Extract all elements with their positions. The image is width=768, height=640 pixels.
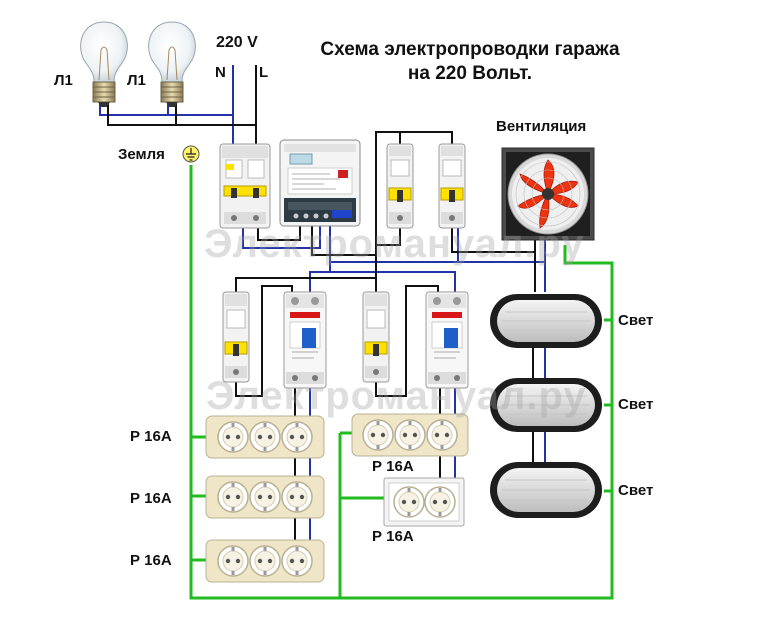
ground-symbol-icon [182, 145, 200, 163]
electricity-meter [279, 139, 361, 227]
socket-strip-4 [351, 413, 469, 457]
breaker-sockets-right [362, 291, 390, 383]
neutral-label: N [215, 64, 226, 81]
ceiling-lamp-1 [490, 294, 602, 348]
voltage-label: 220 V [216, 34, 258, 51]
breaker-top-2 [438, 143, 466, 229]
diagram-title: Схема электропроводки гаража на 220 Воль… [300, 38, 640, 86]
socket-label-5: Р 16А [372, 528, 414, 545]
watermark-bottom: Электромануал.ру [206, 374, 587, 418]
ground-label: Земля [118, 146, 165, 163]
light-label-2: Свет [618, 396, 654, 413]
socket-strip-3 [205, 539, 325, 583]
ceiling-lamp-2 [490, 378, 602, 432]
ventilation-label: Вентиляция [496, 118, 587, 135]
light-bulb-icon [80, 21, 128, 107]
socket-strip-2 [205, 475, 325, 519]
light-label-1: Свет [618, 312, 654, 329]
socket-label-4: Р 16А [372, 458, 414, 475]
socket-label-3: Р 16А [130, 552, 172, 569]
title-line-2: на 220 Вольт. [407, 63, 533, 84]
line-label: L [259, 64, 269, 81]
socket-label-1: Р 16А [130, 428, 172, 445]
light-label-3: Свет [618, 482, 654, 499]
breaker-sockets-left [222, 291, 250, 383]
breaker-top-1 [386, 143, 414, 229]
watermark-top: Электромануал.ру [204, 222, 585, 266]
rcd-left [283, 291, 327, 389]
socket-label-2: Р 16А [130, 490, 172, 507]
ceiling-lamp-3 [490, 462, 602, 518]
fan-icon [501, 147, 595, 241]
ground-wires [189, 165, 614, 600]
wall-socket-double [383, 477, 465, 527]
phase-wires [107, 65, 536, 542]
main-breaker [219, 143, 271, 229]
socket-strip-1 [205, 415, 325, 459]
lamp-label-left: Л1 [54, 72, 73, 89]
rcd-right [425, 291, 469, 389]
lamp-label-right: Л1 [127, 72, 146, 89]
title-line-1: Схема электропроводки гаража [320, 39, 620, 60]
light-bulb-icon [148, 21, 196, 107]
